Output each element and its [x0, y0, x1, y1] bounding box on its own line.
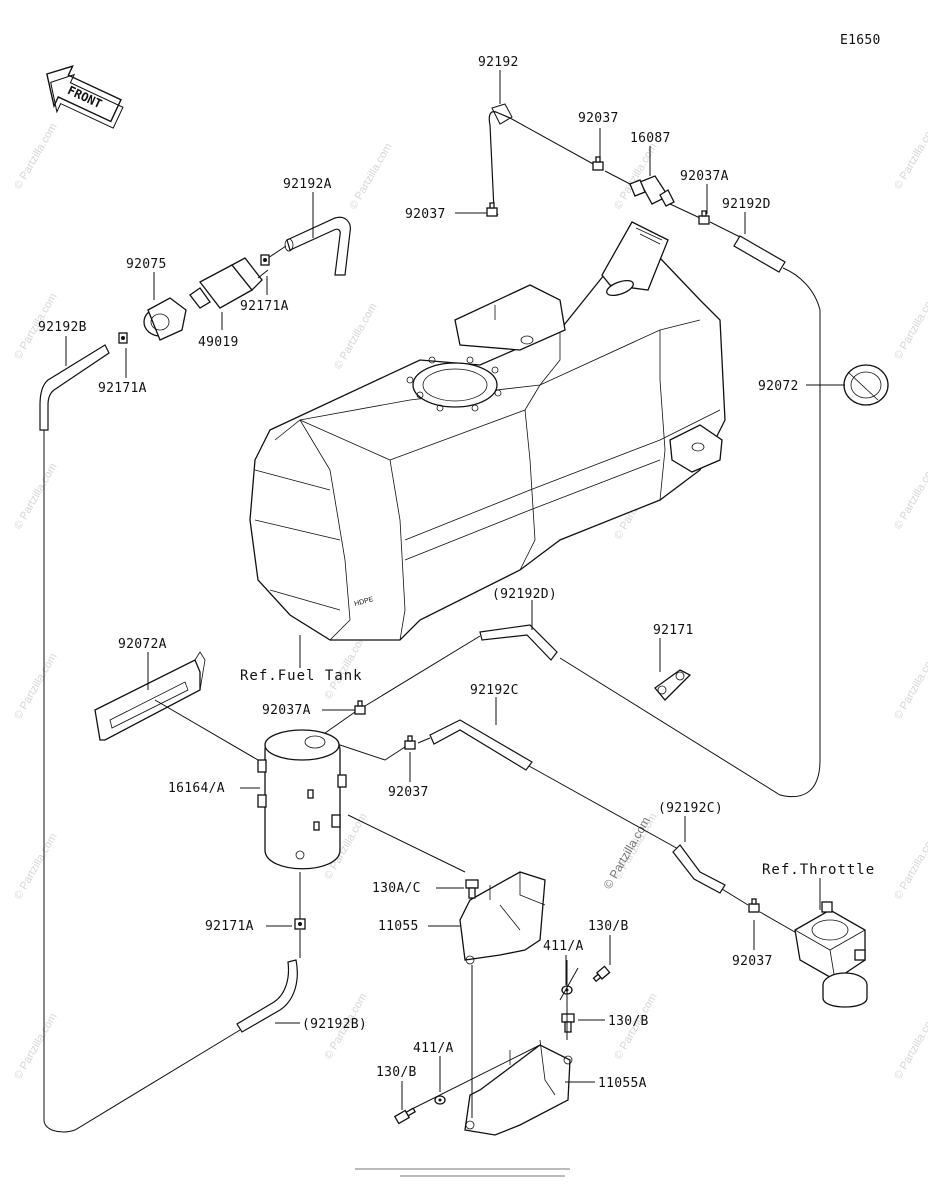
svg-text:HDPE: HDPE	[354, 596, 375, 608]
label-411a: 411/A	[543, 939, 584, 954]
watermark-text: © Partzilla.com	[322, 631, 369, 701]
washer-411a-low	[434, 1095, 446, 1105]
label-ref-throttle: Ref.Throttle	[762, 862, 875, 878]
label-92037a: 92037A	[262, 703, 311, 718]
label-49019: 49019	[198, 335, 239, 350]
part-labels: 92192 92037 16087 92037A 92192D 92037 92…	[38, 55, 875, 1091]
watermark-text: © Partzilla.com	[347, 141, 394, 211]
label-92037: 92037	[388, 785, 429, 800]
label-92192c-paren: (92192C)	[658, 801, 723, 816]
label-92192c: 92192C	[470, 683, 519, 698]
watermark-text: © Partzilla.com	[12, 1011, 59, 1081]
hose-lines	[39, 103, 821, 1133]
canister-16164a	[257, 729, 347, 918]
label-11055: 11055	[378, 919, 419, 934]
label-92192a: 92192A	[283, 177, 332, 192]
bolt-130ac	[465, 879, 479, 899]
clamp-92171a-left	[118, 332, 128, 344]
label-92192d-paren: (92192D)	[492, 587, 557, 602]
label-130b: 130/B	[608, 1014, 649, 1029]
fuel-tank: HDPE	[249, 221, 726, 641]
throttle-body	[794, 901, 868, 1008]
label-11055a: 11055A	[598, 1076, 647, 1091]
label-92171a: 92171A	[240, 299, 289, 314]
clamp-92037a-top	[698, 210, 710, 225]
label-130b: 130/B	[376, 1065, 417, 1080]
watermark-text: © Partzilla.com	[600, 814, 653, 891]
label-92072: 92072	[758, 379, 799, 394]
bolt-130b-mid	[561, 1013, 575, 1033]
footer-fine-print	[400, 1175, 565, 1177]
label-130b: 130/B	[588, 919, 629, 934]
clamp-92037-top	[592, 156, 604, 171]
label-92075: 92075	[126, 257, 167, 272]
band-92072	[843, 364, 889, 406]
bracket-11055a	[464, 1039, 573, 1136]
footer-fine-print	[355, 1168, 570, 1170]
strap-92072a	[94, 651, 206, 741]
watermark-text: © Partzilla.com	[12, 831, 59, 901]
label-92037: 92037	[578, 111, 619, 126]
watermark-text: © Partzilla.com	[892, 831, 928, 901]
hose-92192a	[267, 216, 351, 276]
clamp-92171a-low	[294, 918, 306, 930]
label-92171: 92171	[653, 623, 694, 638]
label-130ac: 130A/C	[372, 881, 421, 896]
bolt-130b-top	[592, 965, 611, 983]
watermark-text: © Partzilla.com	[12, 651, 59, 721]
label-92037: 92037	[732, 954, 773, 969]
label-92171a: 92171A	[205, 919, 254, 934]
fuel-filter-49019	[189, 257, 269, 309]
clamp-92037a-mid	[354, 700, 366, 715]
bolt-130b-low	[393, 1107, 417, 1125]
clamps	[118, 156, 760, 930]
clamp-92037-mid	[404, 735, 416, 750]
watermark-text: © Partzilla.com	[332, 301, 379, 371]
clamp-92037-mid-top	[486, 202, 498, 217]
watermark-text: © Partzilla.com	[892, 121, 928, 191]
label-92192b: 92192B	[38, 320, 87, 335]
label-92192: 92192	[478, 55, 519, 70]
leader-lines	[65, 70, 845, 1110]
watermark-text: © Partzilla.com	[892, 291, 928, 361]
watermark-text: © Partzilla.com	[892, 461, 928, 531]
damper-92075	[143, 297, 187, 341]
watermark-text: © Partzilla.com	[892, 1011, 928, 1081]
label-92037: 92037	[405, 207, 446, 222]
label-92072a: 92072A	[118, 637, 167, 652]
clip-92171	[654, 669, 692, 701]
label-16087: 16087	[630, 131, 671, 146]
label-16164a: 16164/A	[168, 781, 225, 796]
watermark-text: © Partzilla.com	[12, 121, 59, 191]
diagram-code: E1650	[840, 33, 881, 48]
label-411a: 411/A	[413, 1041, 454, 1056]
watermark-text: © Partzilla.com	[12, 461, 59, 531]
valve-16087	[629, 175, 675, 207]
label-92192d: 92192D	[722, 197, 771, 212]
fasteners	[393, 879, 611, 1125]
label-92037a: 92037A	[680, 169, 729, 184]
clamp-92037-right	[748, 898, 760, 913]
label-92171a: 92171A	[98, 381, 147, 396]
label-ref-fuel-tank: Ref.Fuel Tank	[240, 668, 363, 684]
bracket-11055	[459, 871, 546, 965]
watermark-text: © Partzilla.com	[892, 651, 928, 721]
label-92192b-paren: (92192B)	[302, 1017, 367, 1032]
clamp-92171a-top	[260, 254, 270, 266]
